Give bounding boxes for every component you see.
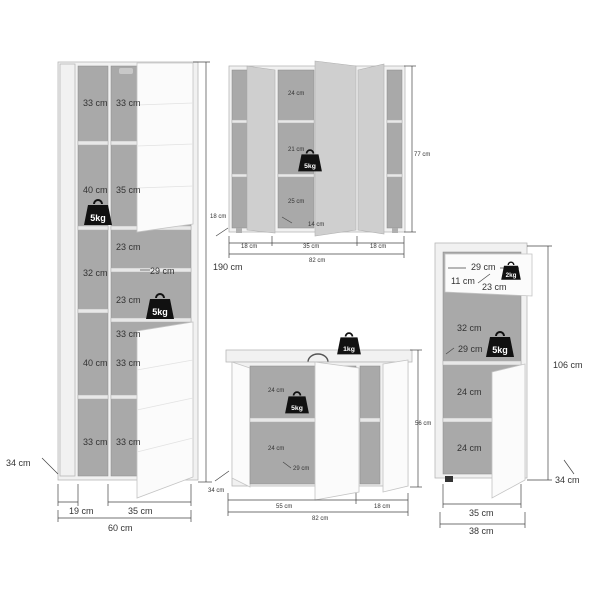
side-cabinet: 29 cm 11 cm 23 cm 32 cm 29 cm 24 cm 24 c…: [434, 242, 583, 536]
side-depth-label: 34 cm: [555, 475, 580, 485]
vanity-cabinet: 24 cm 24 cm 29 cm 5kg 1kg 56 cm 34 cm 55…: [208, 332, 431, 522]
weight-icon: 5kg: [145, 293, 175, 320]
weight-icon: 1kg: [336, 332, 362, 356]
side-label-1: 29 cm: [471, 262, 496, 272]
side-width-inner-label: 35 cm: [469, 508, 494, 518]
vanity-label-1: 24 cm: [268, 388, 284, 394]
tall-cabinet-lower-door: [136, 321, 194, 499]
tall-width-inner-right-label: 35 cm: [128, 506, 153, 516]
tall-label-5: 23 cm: [116, 242, 141, 252]
weight-icon: 5kg: [83, 199, 113, 226]
mirror-door-left: [246, 65, 276, 234]
vanity-label-3: 29 cm: [293, 466, 309, 472]
mirror-width-middle-label: 35 cm: [303, 244, 319, 250]
mirror-door-right: [357, 63, 385, 235]
mirror-label-1: 24 cm: [288, 91, 304, 97]
tall-height-label: 190 cm: [213, 262, 243, 272]
side-label-2: 11 cm: [451, 276, 475, 286]
side-width-total-label: 38 cm: [469, 526, 494, 536]
vanity-top: [225, 349, 413, 363]
weight-icon: 2kg: [500, 261, 522, 281]
vanity-depth-label: 34 cm: [208, 488, 224, 494]
weight-label: 1kg: [343, 346, 355, 353]
mirror-cabinet: 24 cm 21 cm 25 cm 14 cm 5kg 77 cm 18 cm …: [210, 60, 430, 264]
side-label-5: 29 cm: [458, 344, 483, 354]
mirror-width-total-label: 82 cm: [309, 258, 325, 264]
weight-label: 2kg: [506, 272, 517, 279]
side-label-6: 24 cm: [457, 387, 482, 397]
mirror-door-middle: [314, 60, 357, 237]
tall-label-12: 33 cm: [83, 437, 108, 447]
tall-label-11: 33 cm: [116, 358, 141, 368]
side-height-label: 106 cm: [553, 360, 583, 370]
weight-icon: 5kg: [284, 391, 310, 415]
mirror-label-4: 14 cm: [308, 222, 324, 228]
vanity-label-2: 24 cm: [268, 446, 284, 452]
tall-label-8: 23 cm: [116, 295, 141, 305]
side-cabinet-door: [491, 363, 526, 499]
tall-label-13: 33 cm: [116, 437, 141, 447]
weight-label: 5kg: [291, 405, 303, 412]
weight-label: 5kg: [492, 345, 508, 355]
weight-icon: 5kg: [485, 331, 515, 358]
vanity-width-left-label: 55 cm: [276, 504, 292, 510]
mirror-width-right-label: 18 cm: [370, 244, 386, 250]
mirror-height-label: 77 cm: [414, 152, 430, 158]
weight-label: 5kg: [152, 307, 168, 317]
tall-cabinet-upper-door: [136, 62, 194, 233]
tall-width-inner-left-label: 19 cm: [69, 506, 94, 516]
vanity-door-right: [382, 359, 409, 493]
vanity-height-label: 56 cm: [415, 421, 431, 427]
weight-label: 5kg: [90, 213, 106, 223]
tall-cabinet: 33 cm 33 cm 40 cm 35 cm 23 cm 32 cm 29 c…: [6, 61, 243, 533]
vanity-width-right-label: 18 cm: [374, 504, 390, 510]
side-label-3: 23 cm: [482, 282, 507, 292]
tall-label-4: 35 cm: [116, 185, 141, 195]
weight-label: 5kg: [304, 163, 316, 170]
weight-icon: 5kg: [297, 149, 323, 173]
side-label-4: 32 cm: [457, 323, 482, 333]
tall-cabinet-side-panel: [59, 63, 76, 477]
vanity-width-total-label: 82 cm: [312, 516, 328, 522]
tall-label-9: 33 cm: [116, 329, 141, 339]
tall-label-6: 32 cm: [83, 268, 108, 278]
mirror-label-3: 25 cm: [288, 199, 304, 205]
tall-label-2: 33 cm: [116, 98, 141, 108]
tall-width-total-label: 60 cm: [108, 523, 133, 533]
tall-label-7: 29 cm: [150, 266, 175, 276]
mirror-label-2: 21 cm: [288, 147, 304, 153]
mirror-width-left-label: 18 cm: [241, 244, 257, 250]
tall-label-3: 40 cm: [83, 185, 108, 195]
side-label-7: 24 cm: [457, 443, 482, 453]
vanity-door-middle: [314, 361, 360, 501]
mirror-depth-label: 18 cm: [210, 214, 226, 220]
tall-label-10: 40 cm: [83, 358, 108, 368]
tall-depth-label: 34 cm: [6, 458, 31, 468]
tall-label-1: 33 cm: [83, 98, 108, 108]
